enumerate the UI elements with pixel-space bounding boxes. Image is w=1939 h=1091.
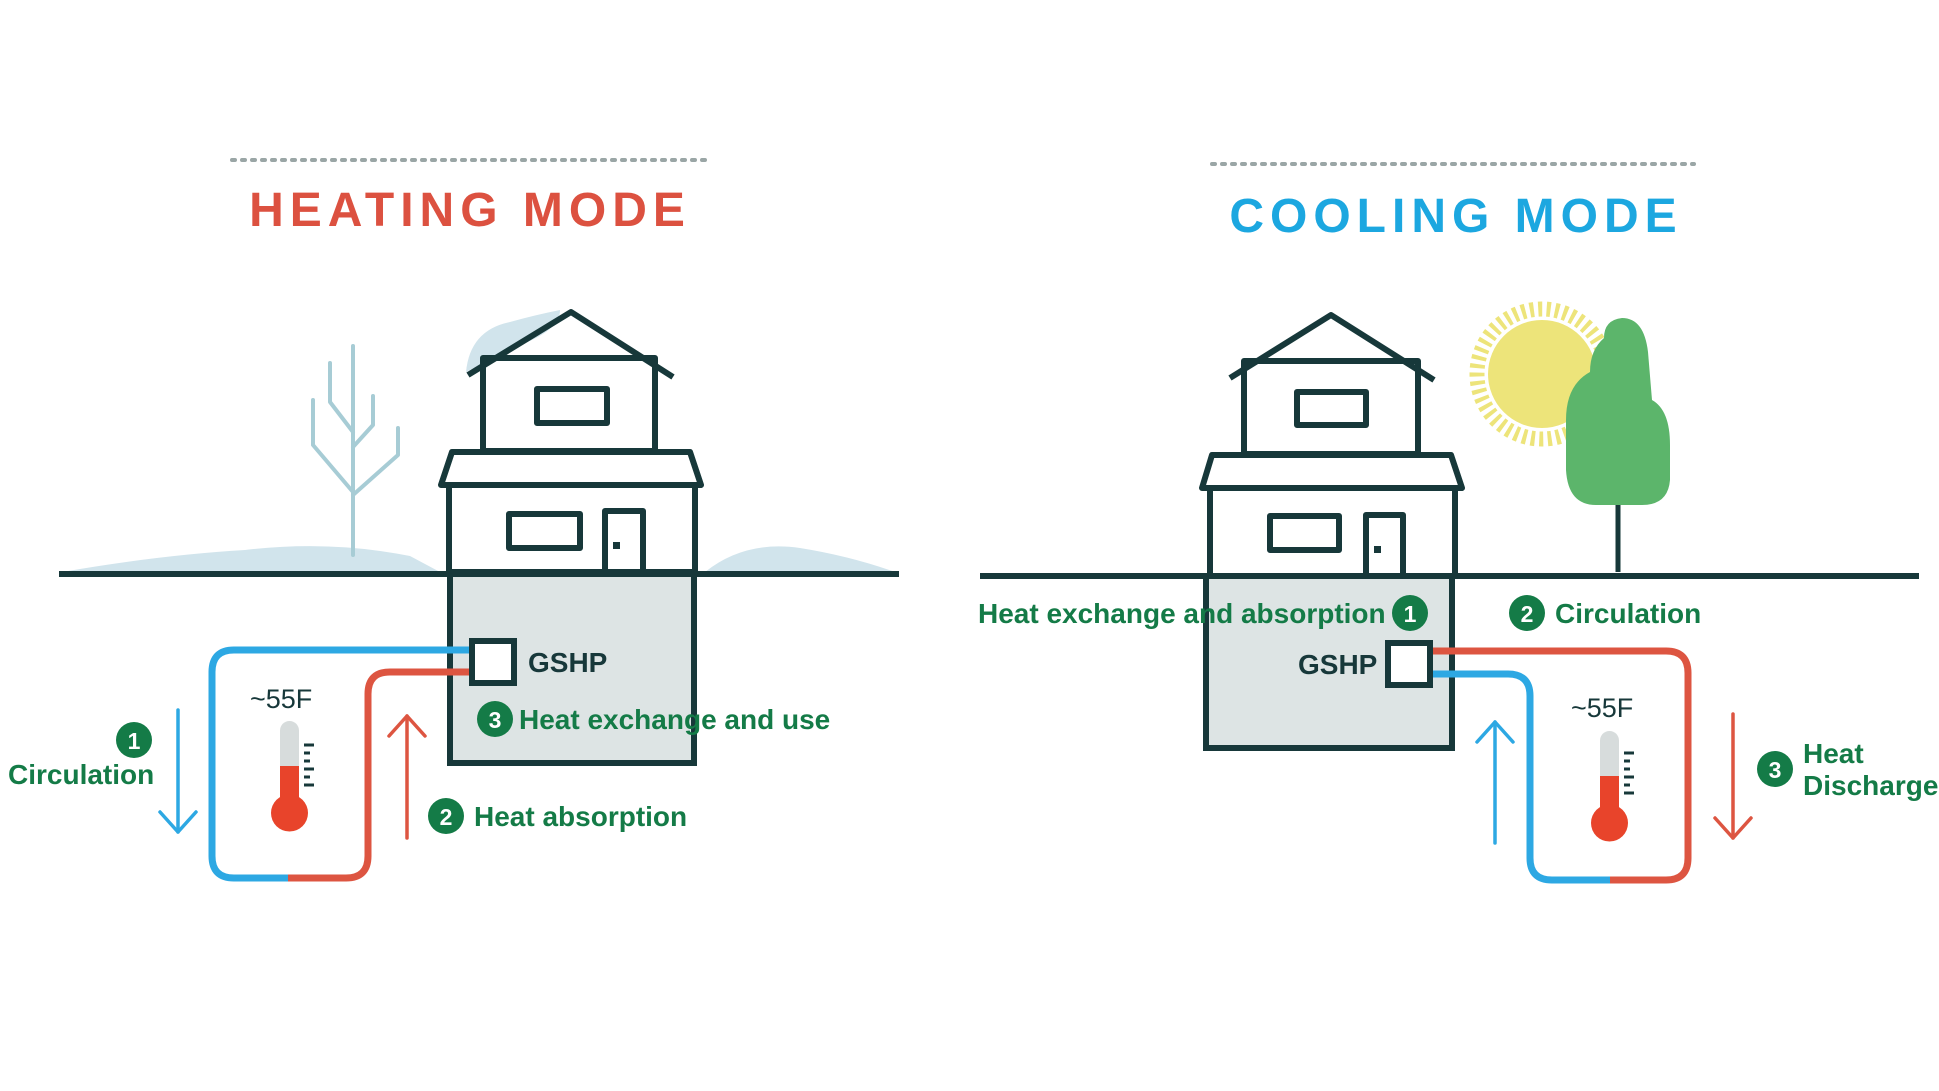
cooling-temperature-label: ~55F <box>1571 693 1633 723</box>
bare-tree-icon <box>311 344 400 557</box>
step-badge <box>428 798 464 834</box>
heating-panel: HEATING MODE <box>8 158 899 882</box>
thermometer-icon <box>1591 731 1634 842</box>
svg-text:1: 1 <box>1404 601 1417 627</box>
cooling-gshp-label: GSHP <box>1298 649 1377 680</box>
cooling-gshp-unit <box>1385 640 1433 688</box>
step-badge <box>477 701 513 737</box>
svg-text:2: 2 <box>440 804 453 830</box>
cooling-hot-pipe <box>1432 647 1692 884</box>
heating-down-arrow-icon <box>158 708 198 834</box>
heating-cold-pipe <box>208 646 472 882</box>
step-label: Heat exchange and use <box>519 704 830 735</box>
cooling-title: COOLING MODE <box>1229 190 1682 243</box>
svg-text:3: 3 <box>1769 757 1782 783</box>
heating-step-3: 3 Heat exchange and use <box>477 701 830 737</box>
step-badge <box>1509 595 1545 631</box>
step-label: Circulation <box>1555 598 1701 629</box>
step-badge <box>1757 751 1793 787</box>
cooling-panel: COOLING MODE <box>978 162 1938 884</box>
step-label-line-1: Heat <box>1803 738 1864 769</box>
cooling-down-arrow-icon <box>1713 712 1753 840</box>
snow-drift-icon <box>62 546 895 572</box>
heating-gshp-label: GSHP <box>528 647 607 678</box>
cooling-step-3: 3 Heat Discharge <box>1757 738 1938 801</box>
cooling-up-arrow-icon <box>1475 720 1515 845</box>
cooling-step-2: 2 Circulation <box>1509 595 1701 631</box>
heating-loop-pipes <box>208 646 472 882</box>
heating-up-arrow-icon <box>387 714 427 840</box>
heating-hot-pipe <box>288 668 472 882</box>
step-label-line-2: Discharge <box>1803 770 1938 801</box>
heating-temperature-label: ~55F <box>250 684 312 714</box>
step-label: Heat absorption <box>474 801 687 832</box>
house-icon <box>438 309 704 766</box>
step-badge <box>116 722 152 758</box>
heating-title: HEATING MODE <box>249 184 691 237</box>
svg-text:1: 1 <box>128 728 141 754</box>
heating-step-2: 2 Heat absorption <box>428 798 687 834</box>
cooling-cold-pipe <box>1432 670 1610 884</box>
heating-gshp-unit <box>469 638 517 686</box>
step-badge <box>1392 595 1428 631</box>
svg-text:2: 2 <box>1521 601 1534 627</box>
step-label: Heat exchange and absorption <box>978 598 1386 629</box>
cooling-step-1: Heat exchange and absorption 1 <box>978 595 1428 631</box>
cooling-loop-pipes <box>1432 647 1692 884</box>
step-label: Circulation <box>8 759 154 790</box>
heating-step-1: 1 Circulation <box>8 722 154 790</box>
leafy-tree-icon <box>1566 318 1670 572</box>
svg-text:3: 3 <box>489 707 502 733</box>
thermometer-icon <box>271 721 314 832</box>
